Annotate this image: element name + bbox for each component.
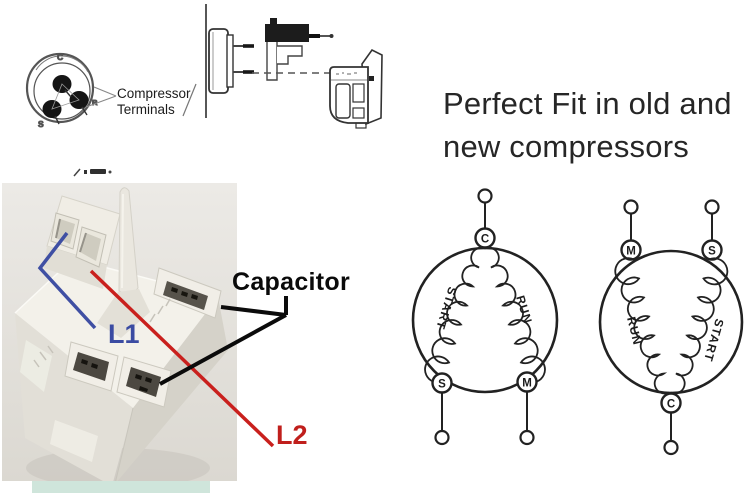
overload-cover-part (329, 48, 383, 129)
run-winding-label: RUN (624, 315, 645, 347)
run-winding (614, 257, 670, 395)
capacitor-label: Capacitor (232, 268, 351, 296)
terminal-s-label: S (708, 246, 716, 258)
l1-label: L1 (108, 319, 140, 349)
pin-links (51, 83, 80, 110)
compressor-terminals-caption-line2: Terminals (117, 101, 175, 117)
pin-label-r: R (92, 98, 98, 107)
l1-pointer-line (37, 231, 97, 330)
wire-end-top (477, 188, 493, 204)
compressor-terminals-caption: Compressor Terminals (117, 86, 191, 117)
terminal-m (620, 239, 642, 261)
terminal-m-label: M (626, 246, 636, 258)
exploded-view-diagram (182, 4, 383, 129)
hub-pins (233, 44, 254, 74)
relay-photo (2, 168, 288, 493)
terminal-c-label: C (481, 234, 489, 246)
motor-diagram-old: C S M START RUN (411, 188, 559, 446)
relay-part (265, 18, 334, 81)
terminal-s-label: S (438, 379, 446, 391)
terminal-cap-rim (35, 55, 89, 73)
start-winding (670, 257, 729, 395)
pin-label-c: C (57, 52, 63, 62)
headline-line1: Perfect Fit in old and (443, 86, 732, 121)
motor-diagram-new: M S C RUN START (598, 199, 744, 456)
terminal-cap-outline (25, 52, 95, 124)
embossed-marks (33, 298, 171, 368)
wire-end-bottom-left (434, 429, 450, 446)
socket-block-front (44, 246, 107, 289)
device-right-face (115, 297, 228, 481)
compressor-terminals-caption-line1: Compressor (117, 86, 191, 101)
photo-bottom-strip (32, 481, 210, 493)
wire-end-top-left (623, 199, 639, 215)
pin-label-s: S (38, 119, 44, 129)
wire-end-bottom-right (519, 429, 535, 446)
terminal-hub (208, 28, 234, 94)
terminal-s (701, 239, 723, 261)
headline: Perfect Fit in old and new compressors (443, 82, 732, 168)
shell-diagonal-line (182, 83, 197, 117)
wire-end-bottom (663, 439, 679, 456)
caption-pointer-lines (85, 86, 117, 108)
top-smudge-marks (73, 168, 112, 177)
compressor-terminals-diagram: C R S (25, 52, 117, 130)
wire-end-top-right (704, 199, 720, 215)
terminal-cap-inner-ring (33, 62, 91, 120)
headline-line2: new compressors (443, 129, 689, 164)
run-winding (484, 246, 546, 384)
start-winding (424, 246, 486, 384)
terminal-m-label: M (522, 378, 532, 390)
pin-tails (54, 89, 88, 125)
terminal-c-label: C (667, 399, 675, 411)
post-base (97, 289, 150, 338)
l2-label: L2 (276, 420, 308, 450)
start-winding-label: START (701, 317, 727, 363)
l2-pointer-line (89, 269, 275, 448)
capacitor-pointer-lines (159, 296, 288, 386)
